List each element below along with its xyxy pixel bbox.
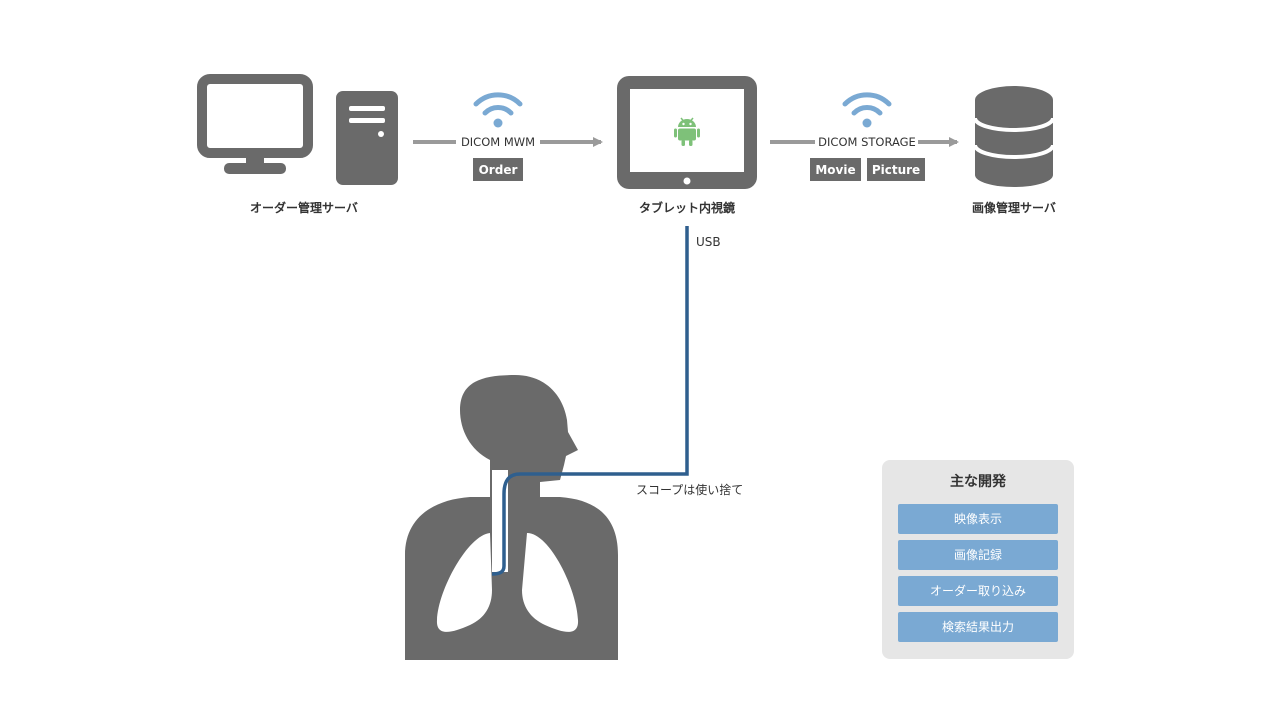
dicom-mwm-label: DICOM MWM xyxy=(461,135,535,149)
monitor-icon xyxy=(197,74,313,174)
main-development-panel: 主な開発 映像表示 画像記録 オーダー取り込み 検索結果出力 xyxy=(882,460,1074,659)
order-tag: Order xyxy=(473,158,523,181)
development-title: 主な開発 xyxy=(950,474,1006,490)
database-icon xyxy=(973,86,1055,187)
picture-tag: Picture xyxy=(867,158,925,181)
dicom-storage-label: DICOM STORAGE xyxy=(818,135,916,149)
development-item: 検索結果出力 xyxy=(898,612,1058,642)
patient-silhouette-icon xyxy=(405,375,618,660)
development-item: 映像表示 xyxy=(898,504,1058,534)
development-item: オーダー取り込み xyxy=(898,576,1058,606)
tablet-label: タブレット内視鏡 xyxy=(639,200,735,215)
android-icon xyxy=(674,117,700,146)
image-server-label: 画像管理サーバ xyxy=(972,200,1056,215)
server-tower-icon xyxy=(336,91,398,185)
wifi-icon xyxy=(842,92,892,128)
order-server-label: オーダー管理サーバ xyxy=(250,200,358,215)
movie-tag: Movie xyxy=(810,158,861,181)
wifi-icon xyxy=(473,92,523,128)
picture-tag-label: Picture xyxy=(872,163,920,177)
development-item: 画像記録 xyxy=(898,540,1058,570)
movie-tag-label: Movie xyxy=(815,163,855,177)
usb-label: USB xyxy=(696,235,721,249)
order-tag-label: Order xyxy=(479,163,518,177)
scope-note: スコープは使い捨て xyxy=(636,482,743,497)
lungs-icon xyxy=(436,470,579,632)
scope-cable xyxy=(491,226,689,576)
